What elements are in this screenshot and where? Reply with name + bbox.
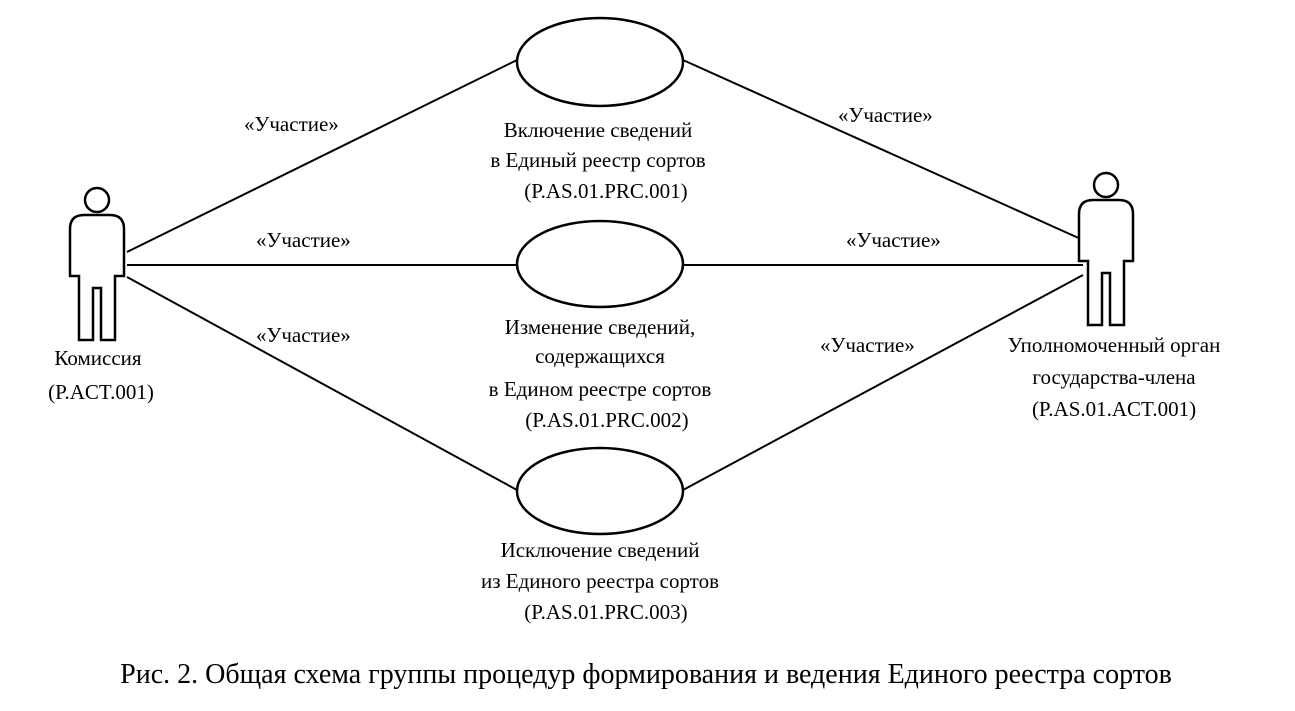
- use-case-1-code: (P.AS.01.PRC.001): [524, 179, 687, 203]
- association-line-right-top: [682, 59, 1084, 241]
- use-case-2-label-line-3: в Едином реестре сортов: [489, 377, 712, 401]
- use-case-3-code: (P.AS.01.PRC.003): [524, 600, 687, 624]
- relation-label-right-top: «Участие»: [838, 103, 933, 127]
- association-line-right-bottom: [682, 274, 1084, 491]
- use-case-3-label-line-2: из Единого реестра сортов: [481, 569, 719, 593]
- relation-label-right-bottom: «Участие»: [820, 333, 915, 357]
- association-line-left-bottom: [126, 276, 518, 491]
- use-case-ellipse-1: [515, 16, 685, 108]
- use-case-3-label-line-1: Исключение сведений: [501, 538, 700, 562]
- relation-label-right-mid: «Участие»: [846, 228, 941, 252]
- actor-right-name-line-2: государства-члена: [1032, 365, 1196, 389]
- use-case-1-label-line-1: Включение сведений: [504, 118, 692, 142]
- association-line-left-top: [126, 59, 518, 253]
- actor-left-icon: [68, 186, 126, 342]
- relation-label-left-top: «Участие»: [244, 112, 339, 136]
- actor-right-code: (P.AS.01.ACT.001): [1032, 397, 1196, 421]
- relation-label-left-bottom: «Участие»: [256, 323, 351, 347]
- use-case-2-code: (P.AS.01.PRC.002): [525, 408, 688, 432]
- use-case-ellipse-3: [515, 446, 685, 536]
- use-case-1-label-line-2: в Единый реестр сортов: [490, 148, 705, 172]
- actor-right-name-line-1: Уполномоченный орган: [1008, 333, 1221, 357]
- use-case-2-label-line-1: Изменение сведений,: [505, 315, 696, 339]
- actor-right-icon: [1077, 171, 1135, 327]
- figure-caption: Рис. 2. Общая схема группы процедур форм…: [120, 659, 1172, 690]
- actor-left-code: (P.ACT.001): [48, 380, 154, 404]
- use-case-2-label-line-2: содержащихся: [535, 344, 665, 368]
- actor-left-name: Комиссия: [54, 346, 141, 370]
- use-case-ellipse-2: [515, 219, 685, 309]
- relation-label-left-mid: «Участие»: [256, 228, 351, 252]
